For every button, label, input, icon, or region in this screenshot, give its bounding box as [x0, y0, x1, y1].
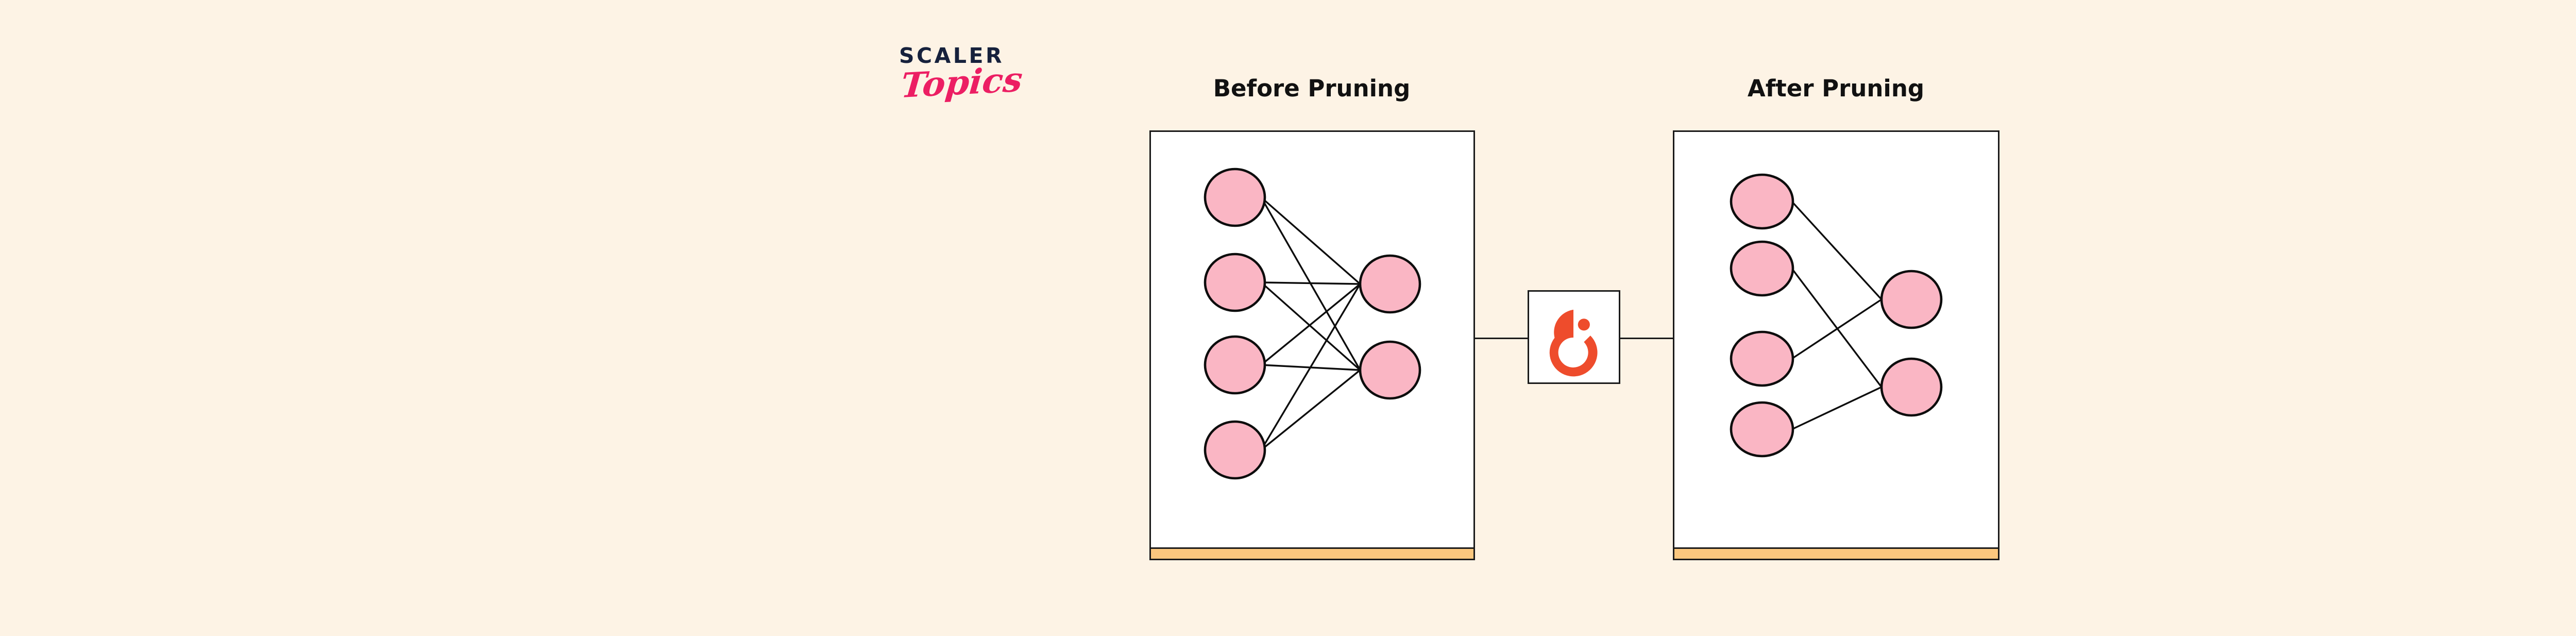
- pytorch-logo-box: [1528, 290, 1620, 384]
- logo-wordmark-scaler: SCALER: [899, 43, 1005, 68]
- edge-in2-out2: [1791, 267, 1883, 388]
- edge-in4-out2: [1791, 386, 1882, 430]
- panel-bottom-bar-after: [1673, 549, 1999, 560]
- edge-in4-out2: [1260, 369, 1361, 451]
- network-node-input-3: [1204, 335, 1266, 395]
- input-node-group-before: [1204, 168, 1266, 480]
- network-panel-before-pruning: [1149, 130, 1475, 549]
- network-node-output-1: [1880, 270, 1943, 329]
- network-node-output-2: [1880, 357, 1943, 417]
- network-graph-before: [1204, 168, 1421, 480]
- network-panel-after-pruning: [1673, 130, 1999, 549]
- edge-in3-out1: [1260, 283, 1361, 366]
- input-node-group-after: [1730, 173, 1794, 458]
- connector-line-right: [1619, 338, 1674, 339]
- network-node-input-2: [1730, 240, 1794, 297]
- output-node-group-after: [1880, 270, 1943, 417]
- edge-in2-out1: [1261, 281, 1361, 285]
- connector-line-left: [1474, 338, 1529, 339]
- edge-group-before: [1260, 196, 1361, 451]
- panel-bottom-bar-before: [1149, 549, 1475, 560]
- network-graph-after: [1730, 173, 1943, 458]
- network-node-input-1: [1730, 173, 1794, 230]
- network-node-input-4: [1730, 401, 1794, 458]
- scaler-topics-logo: SCALER Topics: [899, 45, 1054, 133]
- edge-in4-out1: [1260, 283, 1361, 450]
- network-node-output-1: [1359, 254, 1421, 314]
- network-node-input-4: [1204, 420, 1266, 480]
- network-node-output-2: [1359, 340, 1421, 400]
- pytorch-flame-icon: [1549, 309, 1598, 377]
- panel-title-before-pruning: Before Pruning: [1213, 75, 1411, 102]
- logo-wordmark-topics: Topics: [899, 59, 1024, 106]
- edge-group-after: [1791, 200, 1883, 430]
- output-node-group-before: [1359, 254, 1421, 400]
- edge-in1-out1: [1791, 200, 1883, 300]
- network-node-input-2: [1204, 253, 1266, 312]
- edge-in1-out1: [1260, 196, 1361, 285]
- edge-in3-out1: [1791, 298, 1882, 360]
- edge-in2-out2: [1260, 281, 1361, 371]
- network-node-input-3: [1730, 330, 1794, 387]
- network-node-input-1: [1204, 168, 1266, 227]
- panel-title-after-pruning: After Pruning: [1747, 75, 1925, 102]
